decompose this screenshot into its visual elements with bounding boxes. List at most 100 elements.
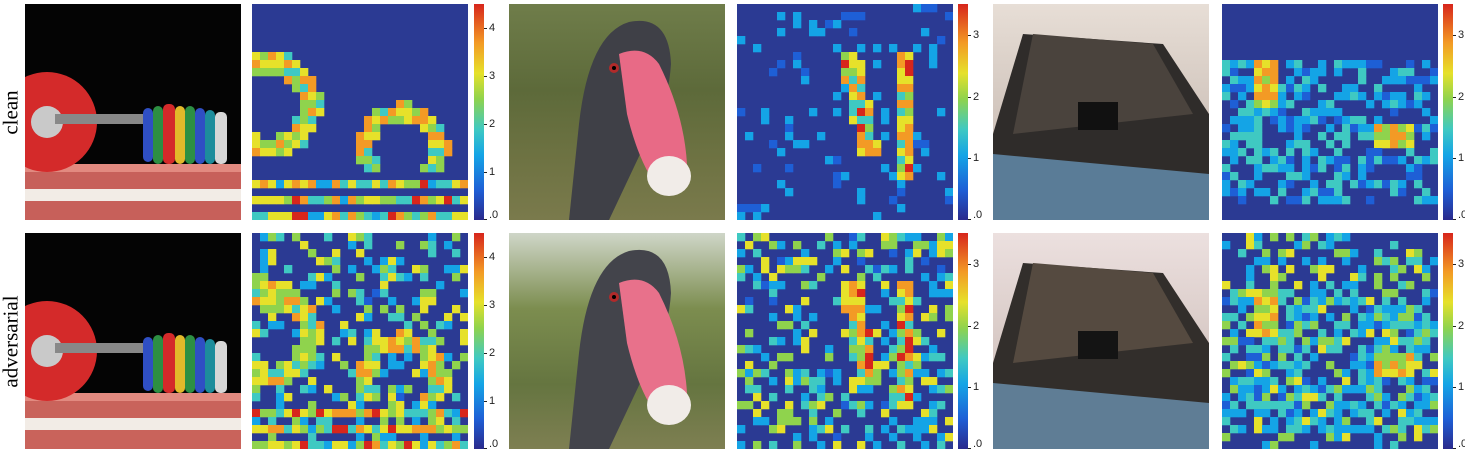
heatmap-cell	[753, 44, 762, 53]
heatmap-cell	[825, 20, 834, 29]
heatmap-cell	[372, 196, 381, 205]
heatmap-cell	[1382, 369, 1391, 378]
heatmap-cell	[921, 273, 930, 282]
heatmap-cell	[1294, 305, 1303, 314]
heatmap-cell	[1334, 164, 1343, 173]
heatmap-cell	[1374, 385, 1383, 394]
heatmap-cell	[1430, 76, 1438, 85]
heatmap-cell	[1430, 68, 1438, 77]
heatmap-cell	[404, 353, 413, 362]
heatmap-cell	[420, 353, 429, 362]
heatmap-cell	[420, 361, 429, 370]
heatmap-cell	[300, 212, 309, 220]
heatmap-cell	[929, 281, 938, 290]
heatmap-cell	[1422, 337, 1431, 346]
heatmap-cell	[1414, 321, 1423, 330]
heatmap-cell	[1286, 433, 1295, 442]
heatmap-cell	[284, 196, 293, 205]
heatmap-cell	[1326, 108, 1335, 117]
heatmap-cell	[1382, 345, 1391, 354]
heatmap-cell	[388, 297, 397, 306]
heatmap-cell	[1254, 305, 1263, 314]
heatmap-cell	[905, 116, 914, 125]
heatmap-cell	[356, 148, 365, 157]
heatmap-cell	[356, 249, 365, 258]
heatmap-cell	[1422, 297, 1431, 306]
heatmap-cell	[1390, 441, 1399, 449]
heatmap-cell	[292, 329, 301, 338]
heatmap-cell	[1262, 60, 1271, 69]
heatmap-cell	[420, 265, 429, 274]
heatmap-cell	[761, 281, 770, 290]
heatmap-cell	[268, 377, 277, 386]
heatmap-cell	[1246, 281, 1255, 290]
heatmap-cell	[252, 353, 261, 362]
heatmap-cell	[809, 377, 818, 386]
heatmap-cell	[404, 196, 413, 205]
heatmap-cell	[897, 84, 906, 93]
heatmap-cell	[793, 60, 802, 69]
heatmap-cell	[737, 273, 746, 282]
heatmap-cell	[1374, 281, 1383, 290]
heatmap-cell	[300, 140, 309, 149]
heatmap-cell	[372, 289, 381, 298]
heatmap-cell	[436, 385, 445, 394]
heatmap-cell	[252, 361, 261, 370]
heatmap-cell	[372, 180, 381, 189]
heatmap-cell	[452, 273, 461, 282]
heatmap-cell	[428, 385, 437, 394]
heatmap-cell	[1230, 425, 1239, 434]
heatmap-cell	[945, 273, 953, 282]
heatmap-cell	[420, 297, 429, 306]
heatmap-cell	[737, 265, 746, 274]
heatmap-cell	[388, 265, 397, 274]
heatmap-cell	[1342, 425, 1351, 434]
heatmap-cell	[1246, 140, 1255, 149]
heatmap-cell	[428, 156, 437, 165]
heatmap-cell	[348, 241, 357, 250]
heatmap-cell	[1406, 172, 1415, 181]
heatmap-cell	[873, 441, 882, 449]
adversarial-device-image	[993, 233, 1209, 449]
heatmap-cell	[1246, 124, 1255, 133]
heatmap-cell	[857, 441, 866, 449]
heatmap-cell	[1374, 417, 1383, 426]
heatmap-cell	[276, 281, 285, 290]
heatmap-cell	[1414, 156, 1423, 165]
heatmap-cell	[1254, 148, 1263, 157]
heatmap-cell	[1422, 401, 1431, 410]
heatmap-cell	[1286, 116, 1295, 125]
heatmap-cell	[396, 100, 405, 109]
heatmap-cell	[849, 84, 858, 93]
heatmap-cell	[356, 441, 365, 449]
heatmap-cell	[849, 76, 858, 85]
heatmap-cell	[1414, 409, 1423, 418]
heatmap-cell	[793, 140, 802, 149]
heatmap-cell	[356, 132, 365, 141]
heatmap-cell	[929, 401, 938, 410]
heatmap-cell	[1358, 361, 1367, 370]
heatmap-cell	[420, 124, 429, 133]
heatmap-cell	[276, 196, 285, 205]
heatmap-cell	[809, 329, 818, 338]
heatmap-cell	[1254, 84, 1263, 93]
heatmap-cell	[380, 273, 389, 282]
heatmap-cell	[1326, 180, 1335, 189]
heatmap-cell	[897, 148, 906, 157]
heatmap-cell	[1278, 156, 1287, 165]
heatmap-cell	[300, 116, 309, 125]
heatmap-cell	[1382, 156, 1391, 165]
heatmap-cell	[1286, 140, 1295, 149]
heatmap-cell	[452, 409, 461, 418]
heatmap-cell	[1262, 92, 1271, 101]
heatmap-cell	[1374, 249, 1383, 258]
heatmap-cell	[1262, 409, 1271, 418]
heatmap-cell	[737, 305, 746, 314]
heatmap-cell	[1302, 172, 1311, 181]
heatmap-cell	[865, 116, 874, 125]
heatmap-cell	[324, 212, 333, 220]
heatmap-cell	[268, 417, 277, 426]
heatmap-cell	[929, 345, 938, 354]
heatmap-cell	[937, 385, 946, 394]
heatmap-cell	[873, 377, 882, 386]
